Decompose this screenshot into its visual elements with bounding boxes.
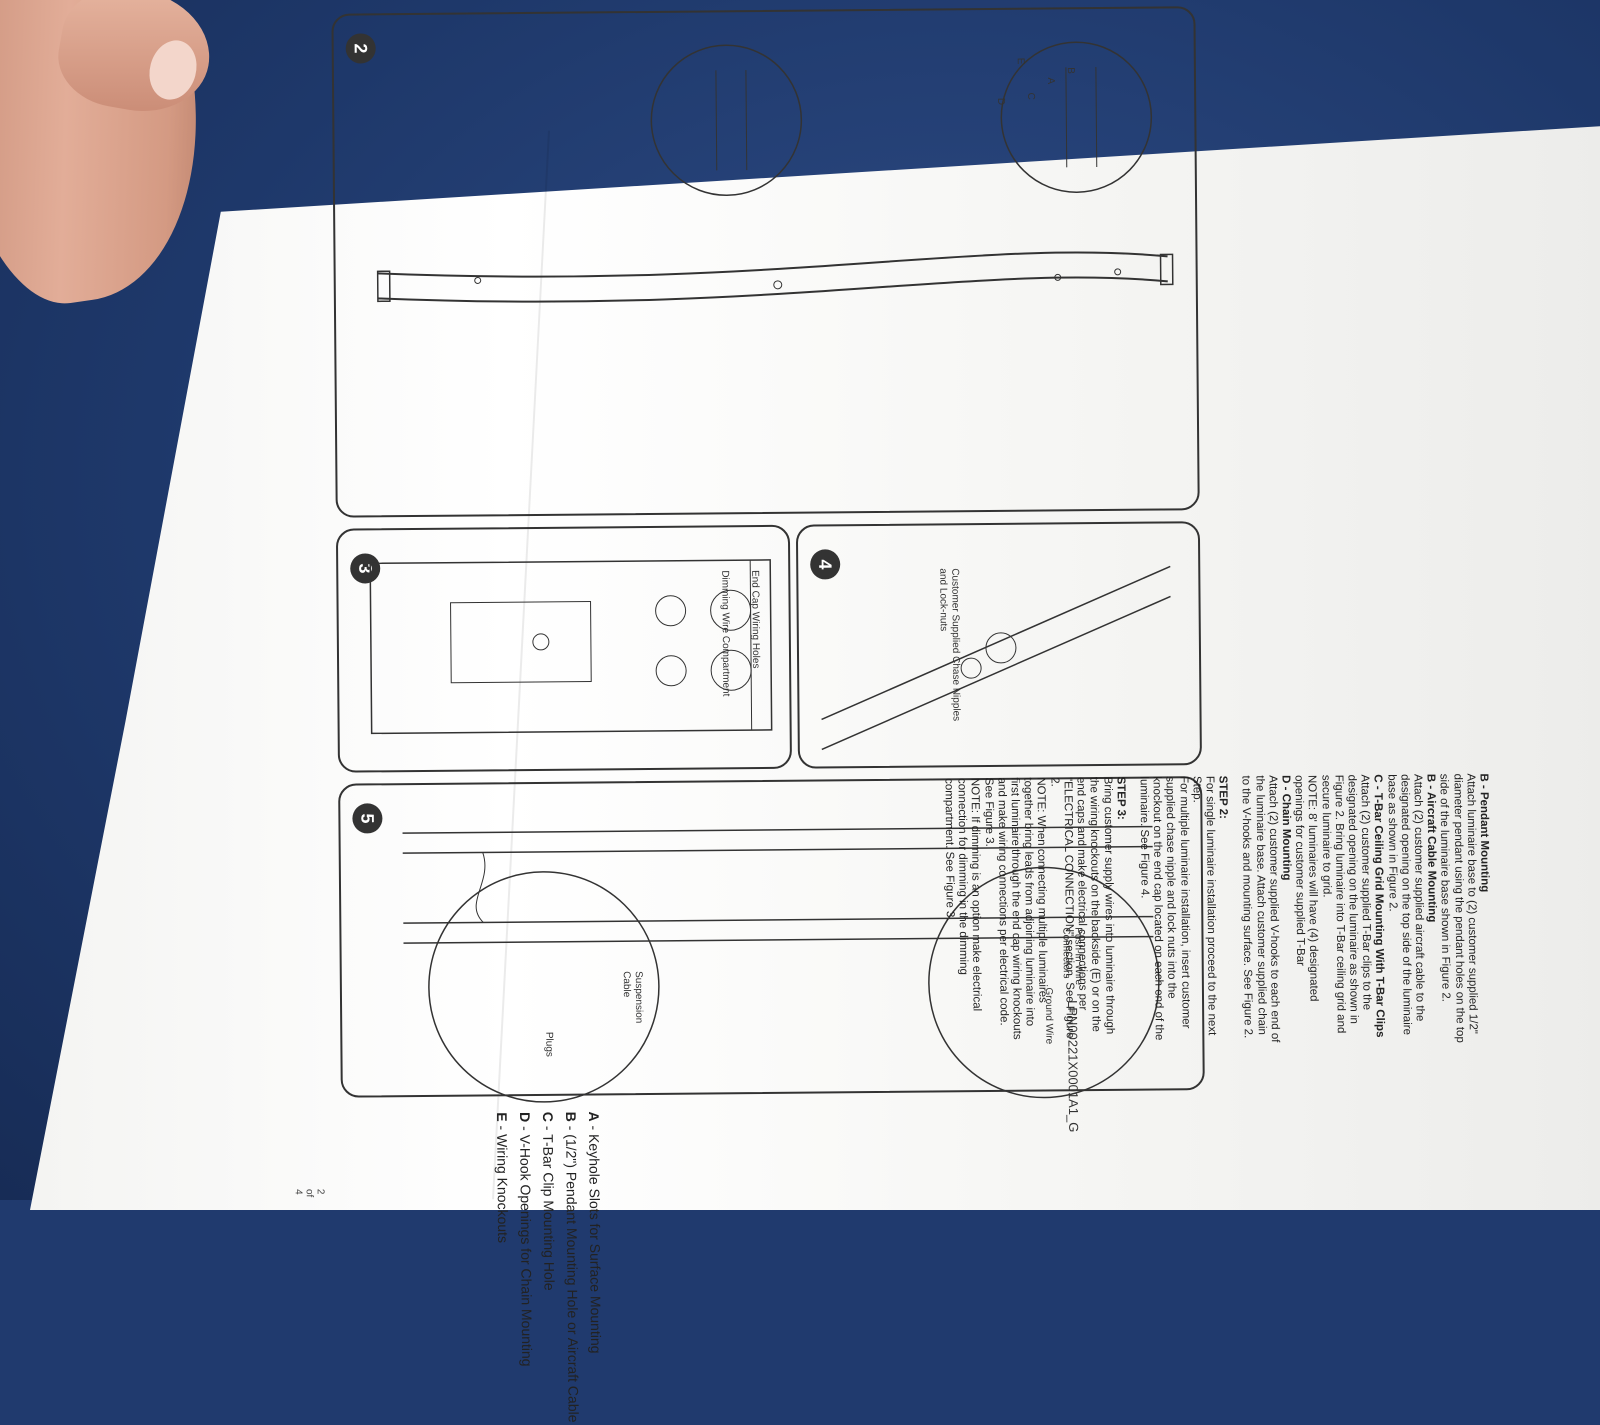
figure-4-drawing — [821, 565, 1171, 751]
chase-nipples-label: Customer Supplied Chase Nipples and Lock… — [937, 568, 962, 722]
step-3-heading: STEP 3: — [1114, 776, 1127, 820]
step-2-heading: STEP 2: — [1216, 775, 1230, 819]
legend-item-d: D - V-Hook Openings for Chain Mounting — [516, 1112, 536, 1367]
parts-legend: A - Keyhole Slots for Surface Mounting B… — [490, 1111, 608, 1423]
figure-3-drawing — [369, 559, 773, 735]
step-2-text-b: For multiple luminaire installation, ins… — [1137, 775, 1192, 1041]
dimming-wire-compartment-label: Dimming Wire Compartment — [719, 570, 732, 697]
note-3: NOTE: If dimming is an option make elect… — [942, 777, 984, 1012]
tbar-heading: C - T-Bar Ceiling Grid Mounting With T-B… — [1371, 774, 1387, 1038]
step-2-text-a: For single luminaire installation procee… — [1190, 775, 1218, 1036]
figure-2-drawing — [376, 41, 1174, 303]
figure-2-marker-c: C — [1025, 92, 1037, 100]
end-cap-wiring-holes-label: End Cap Wiring Holes — [749, 569, 762, 669]
figure-2-marker-e: E — [1014, 57, 1026, 65]
page-number: 2 of 4 — [292, 1188, 326, 1198]
chain-heading: D - Chain Mounting — [1279, 775, 1293, 881]
instructions-column: B - Pendant Mounting Attach luminaire ba… — [943, 773, 1493, 1105]
legend-item-e: E - Wiring Knockouts — [493, 1112, 512, 1244]
figure-2-marker-b: B — [1064, 67, 1076, 74]
document-id: LPN00221X0001A1_G — [1065, 1000, 1082, 1133]
instruction-sheet — [30, 125, 1600, 1210]
plugs-label: Plugs — [543, 1031, 555, 1057]
note-1: NOTE: 8' luminaires will have (4) design… — [1292, 774, 1320, 1002]
legend-item-c: C - T-Bar Clip Mounting Hole — [539, 1111, 558, 1291]
pendant-text: Attach luminaire base to (2) customer su… — [1437, 773, 1479, 1043]
figure-2-marker-a: A — [1044, 77, 1057, 85]
tbar-text: Attach (2) customer supplied T-Bar clips… — [1319, 774, 1373, 1034]
pendant-heading: B - Pendant Mounting — [1477, 773, 1491, 893]
aircraft-text: Attach (2) customer supplied aircraft ca… — [1385, 773, 1426, 1036]
instructions-text: B - Pendant Mounting Attach luminaire ba… — [941, 773, 1491, 1048]
note-2: NOTE: When connecting multiple luminaire… — [982, 777, 1050, 1040]
step-3-text: Bring customer supply wires into luminai… — [1048, 776, 1116, 1039]
rotated-document: 2 E D B A C 3 End Cap Wiring Holes Dimmi… — [293, 0, 1205, 1423]
legend-item-b: B - (1/2") Pendant Mounting Hole or Airc… — [562, 1111, 582, 1423]
suspension-cable-label: Suspension Cable — [620, 971, 645, 1024]
aircraft-heading: B - Aircraft Cable Mounting — [1424, 773, 1439, 923]
figure-5-drawing — [402, 825, 1160, 1103]
figure-2-marker-d: D — [995, 97, 1007, 106]
legend-item-a: A - Keyhole Slots for Surface Mounting — [585, 1111, 605, 1354]
chain-text: Attach (2) customer supplied V-hooks to … — [1239, 775, 1281, 1043]
